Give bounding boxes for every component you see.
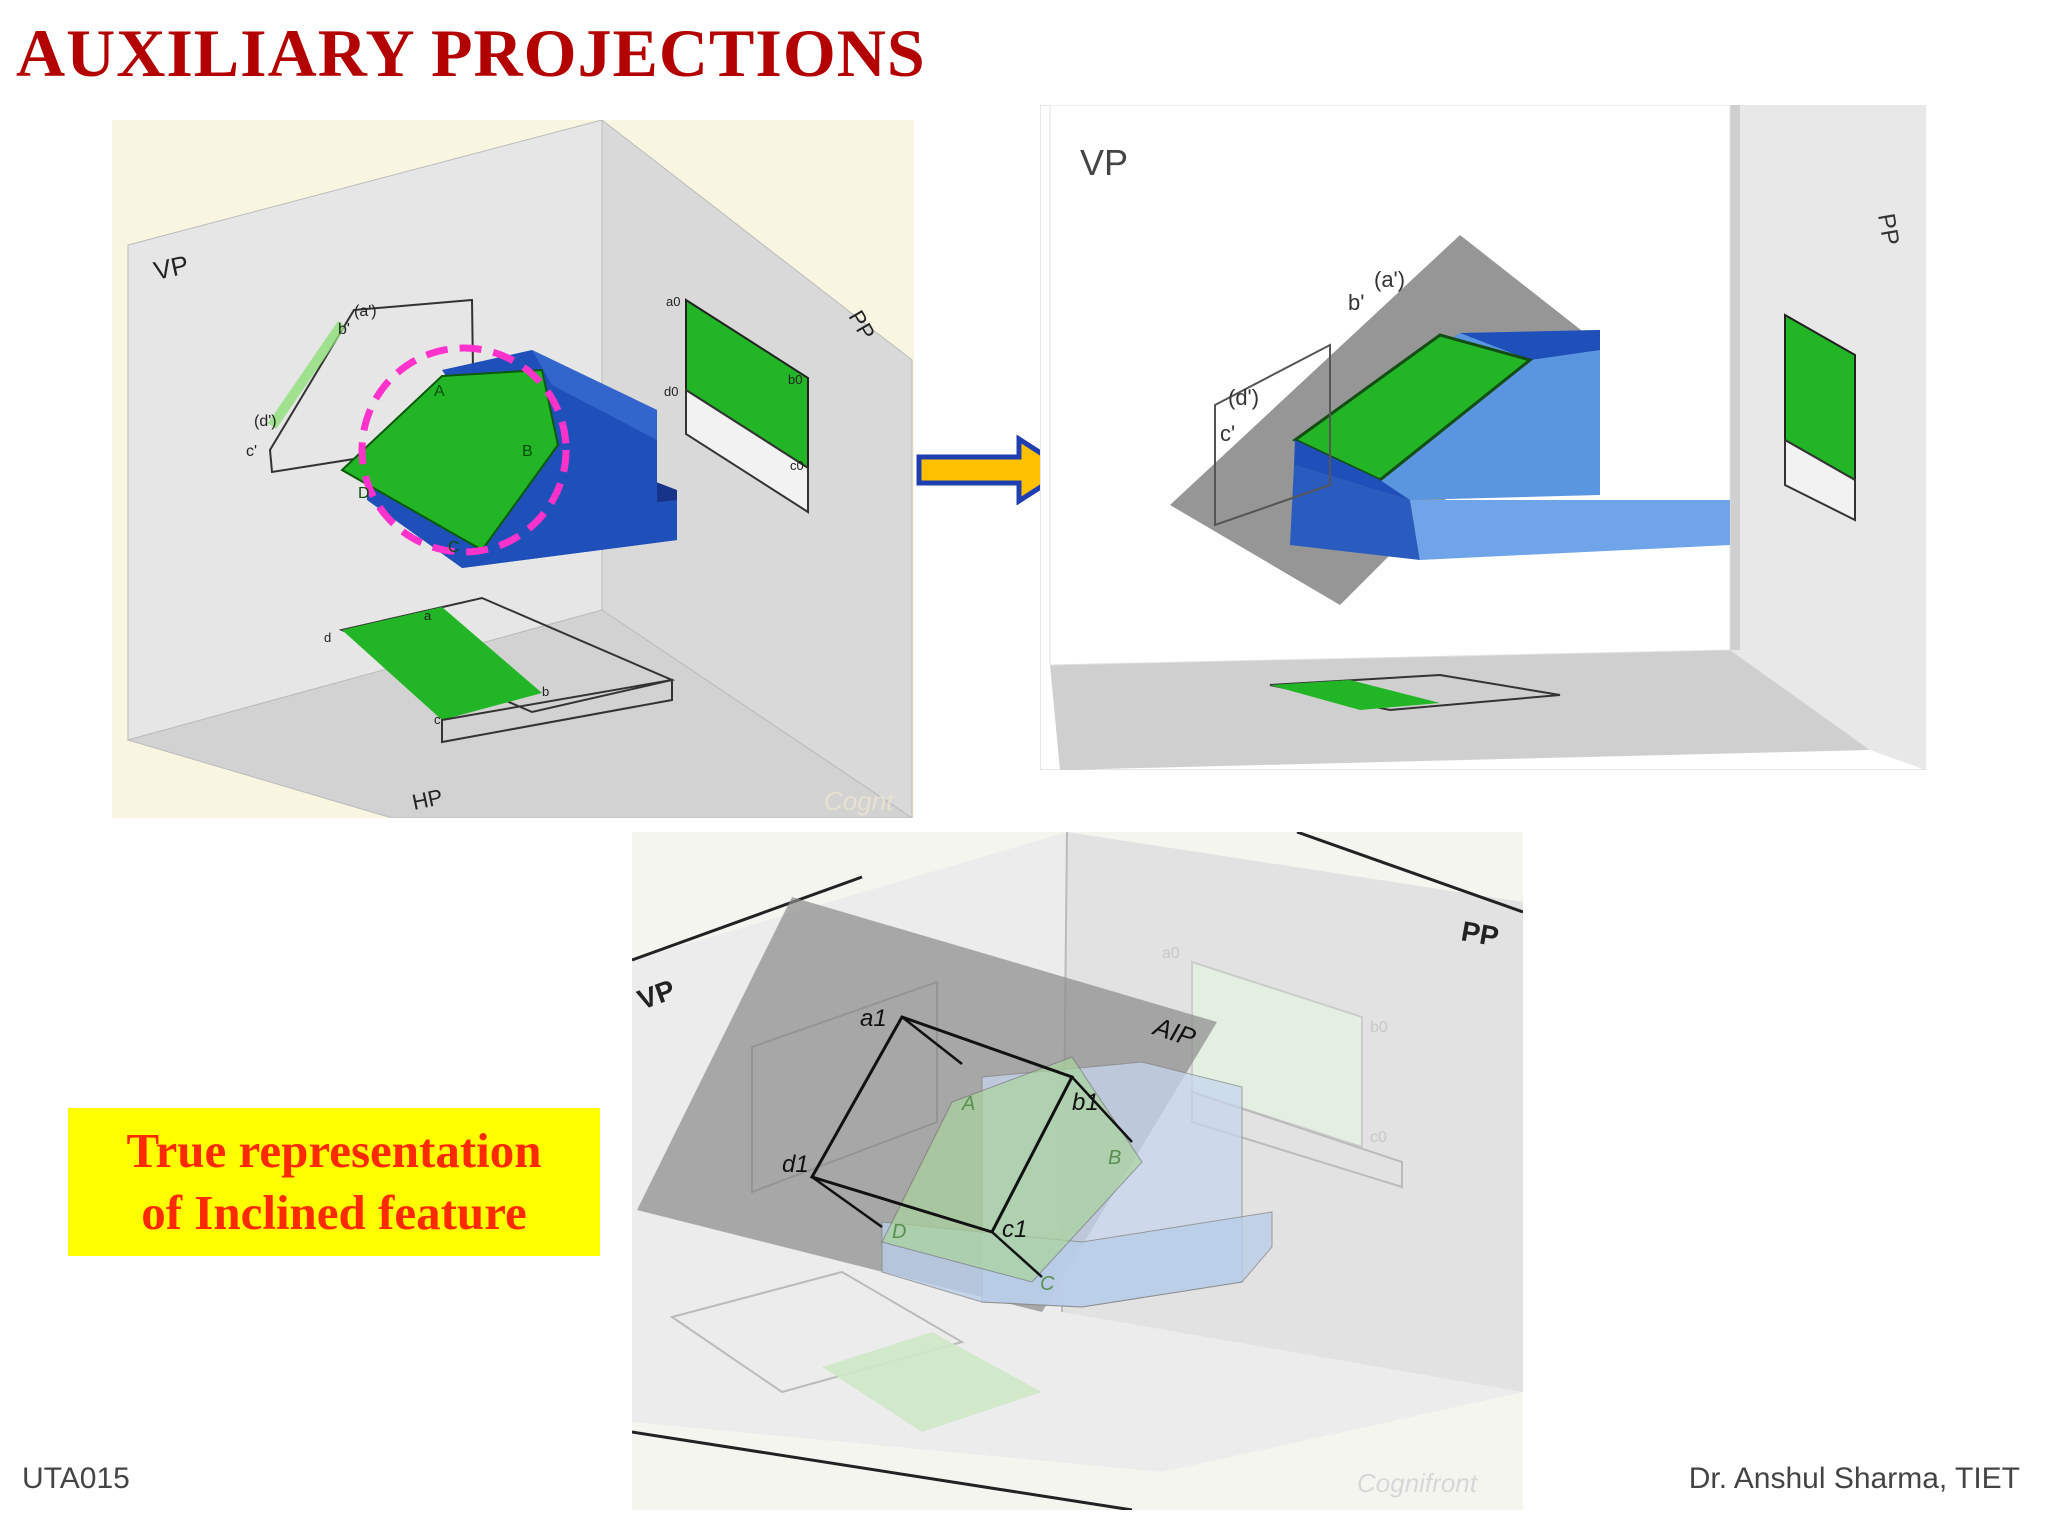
fig1-label-d-prime: (d') [254,413,277,430]
fig1-label-b0: b0 [788,372,802,387]
note-line-1: True representation [126,1123,542,1178]
fig3-corner-b: B [1108,1147,1121,1169]
fig3-corner-d: D [892,1221,906,1243]
fig2-label-b-prime: b' [1348,290,1364,315]
figure-auxiliary-plane: VP PP (a') b' (d') c' [1040,105,1926,770]
fig2-vp-label: VP [1080,142,1128,183]
fig2-label-d-prime: (d') [1228,385,1259,410]
fig1-label-a: a [424,608,432,623]
fig3-corner-a: A [961,1093,975,1115]
highlight-note: True representation of Inclined feature [68,1108,600,1256]
fig1-watermark: Cognt [824,786,895,816]
fig3-corner-c: C [1040,1273,1055,1295]
fig1-vp-label: VP [151,249,191,286]
fig1-label-a0: a0 [666,294,680,309]
fig1-hp-label: HP [410,784,445,815]
fig1-label-b: b [542,684,549,699]
fig3-label-b0: b0 [1370,1019,1388,1036]
fig3-label-a0: a0 [1162,945,1180,962]
fig1-label-a-prime: (a') [354,303,377,320]
fig3-label-b1: b1 [1072,1089,1099,1116]
fig3-label-c0: c0 [1370,1129,1387,1146]
fig2-pp-label: PP [1872,211,1904,247]
fig3-label-d1: d1 [782,1151,809,1178]
fig1-label-c-prime: c' [246,443,257,460]
fig3-watermark: Cognifront [1357,1468,1479,1498]
fig1-label-d0: d0 [664,384,678,399]
fig2-label-c-prime: c' [1220,421,1235,446]
fig3-label-a1: a1 [860,1005,887,1032]
fig1-corner-c: C [448,539,460,556]
fig1-corner-a: A [434,383,445,400]
fig1-label-c: c [434,712,441,727]
fig2-label-a-prime: (a') [1374,267,1405,292]
slide-title: AUXILIARY PROJECTIONS [16,15,926,91]
figure-auxiliary-inclined-plane: VP PP AIP a1 b1 c1 d1 A B C D a0 b0 c0 C… [632,832,1523,1510]
fig1-corner-b: B [522,443,533,460]
figure-three-plane-projection: VP PP HP A B C D (a') b' (d') c' a0 d0 b… [112,120,914,818]
footer-author: Dr. Anshul Sharma, TIET [1688,1462,2020,1495]
fig1-label-b-prime: b' [338,321,350,338]
fig1-label-c0: c0 [790,458,804,473]
fig1-corner-d: D [358,485,370,502]
fig3-pp-label: PP [1459,915,1501,952]
footer-course-code: UTA015 [22,1462,130,1495]
note-line-2: of Inclined feature [141,1185,527,1240]
fig3-label-c1: c1 [1002,1216,1027,1243]
fig1-label-d: d [324,630,331,645]
